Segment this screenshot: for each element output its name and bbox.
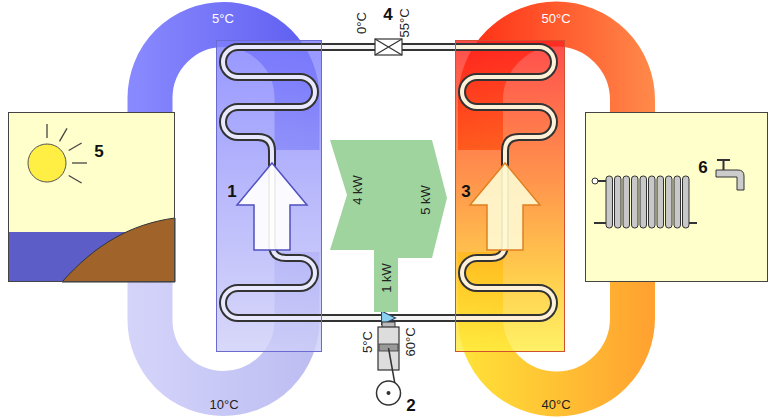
radiator-fin	[640, 176, 647, 228]
valve-throttle	[375, 39, 402, 55]
text-holder: 6	[698, 159, 707, 176]
text-holder: 0°C	[353, 12, 369, 34]
text-holder: 1	[227, 183, 236, 200]
sky	[8, 112, 175, 282]
refrigerant-pipe	[322, 314, 455, 322]
text-holder: 4 kW	[349, 175, 365, 205]
text-holder: 3	[461, 183, 470, 200]
radiator-fin	[657, 176, 664, 228]
sun-rays	[47, 124, 87, 183]
coil-wall	[223, 47, 322, 318]
text-holder: 10°C	[209, 396, 238, 412]
text-holder: 5	[94, 143, 103, 160]
text-holder: 40°C	[541, 396, 570, 412]
heat-sink-scene	[585, 112, 768, 282]
text-holder: 55°C	[396, 8, 412, 37]
text-holder: 1 kW	[378, 263, 394, 293]
temperature-label: 50°C	[541, 12, 570, 25]
radiator-pipes	[594, 181, 697, 223]
temperature-label: 10°C	[209, 398, 238, 411]
callout-number: 5	[94, 143, 103, 160]
radiator-symbol	[606, 176, 689, 228]
sun-ray	[46, 124, 47, 138]
radiator-fin	[683, 176, 690, 228]
radiator-fin	[649, 176, 656, 228]
expansion-valve-symbol	[375, 39, 402, 55]
flow-arrow	[470, 163, 540, 250]
callout-number: 2	[406, 397, 415, 414]
arrow-fill	[330, 140, 447, 312]
text-holder: 5°C	[359, 331, 375, 353]
flow-arrow	[237, 163, 307, 250]
crank-axle	[387, 391, 391, 395]
radiator-valve	[592, 178, 598, 184]
radiator-fin	[674, 176, 681, 228]
temperature-label: 60°C	[404, 327, 417, 356]
temperature-label: 55°C	[398, 8, 411, 37]
text-holder: 60°C	[402, 327, 418, 356]
room	[585, 112, 768, 282]
callout-number: 4	[383, 6, 392, 23]
ground	[62, 218, 175, 282]
sun	[28, 144, 66, 182]
coil-bore	[455, 47, 554, 318]
power-value: 4 kW	[351, 175, 364, 205]
callout-number: 1	[227, 183, 236, 200]
energy-flow-arrow: 4 kW 5 kW 1 kW	[326, 138, 450, 314]
radiator-fin	[615, 176, 622, 228]
condenser: 3	[455, 40, 565, 352]
pipe-group	[322, 318, 455, 319]
text-holder: 5 kW	[417, 185, 433, 215]
heat-sink-box: 6	[585, 112, 768, 282]
tap-handle	[717, 160, 730, 170]
temperature-label: 0°C	[355, 12, 368, 34]
heat-source-scene	[8, 112, 175, 282]
coil-wall	[455, 47, 554, 318]
crank-wheel	[377, 381, 401, 405]
radiator-fin	[606, 176, 613, 228]
power-value: 1 kW	[380, 263, 393, 293]
text-holder: 2	[406, 397, 415, 414]
coil-bore	[223, 47, 322, 318]
callout-number: 3	[461, 183, 470, 200]
valve-body	[375, 39, 402, 55]
evaporator-coil	[223, 47, 322, 318]
evaporator-body	[216, 40, 322, 352]
callout-number: 6	[698, 159, 707, 176]
pipe-bore	[322, 316, 455, 320]
text-holder: 50°C	[541, 10, 570, 26]
heat-source-box: 5	[8, 112, 175, 282]
sun-ray	[69, 143, 82, 151]
temperature-label: 40°C	[541, 398, 570, 411]
radiator-fin	[623, 176, 630, 228]
text-holder: 4	[383, 6, 392, 23]
radiator-fin	[632, 176, 639, 228]
evaporator: 1	[216, 40, 322, 352]
text-holder: 5°C	[212, 10, 234, 26]
sun-ray	[69, 176, 82, 184]
tap-symbol	[716, 170, 744, 190]
temperature-label: 5°C	[361, 331, 374, 353]
radiator-fin	[666, 176, 673, 228]
compressor-symbol	[377, 322, 401, 405]
sun-ray	[72, 162, 87, 163]
sun-ray	[60, 128, 68, 141]
temperature-label: 5°C	[212, 12, 234, 25]
power-value: 5 kW	[419, 185, 432, 215]
condenser-body	[455, 40, 565, 352]
condenser-coil	[455, 47, 554, 318]
